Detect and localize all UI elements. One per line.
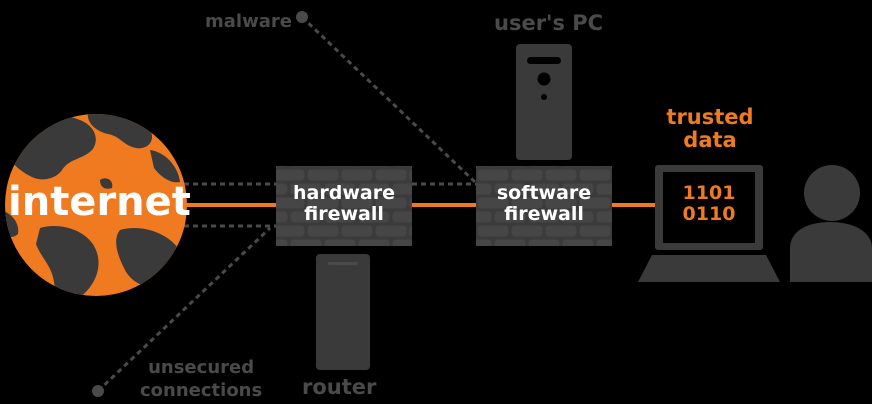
user-silhouette-icon xyxy=(790,165,872,282)
unsecured-connection-line xyxy=(92,226,272,397)
malware-connection-line xyxy=(296,11,478,185)
hardware-firewall-wall xyxy=(276,166,412,246)
pc-tower-icon xyxy=(516,44,572,160)
router-icon xyxy=(316,254,370,370)
trusted-data-label: trusted data xyxy=(650,105,770,153)
software-firewall-label-line2: firewall xyxy=(504,202,584,225)
software-firewall-label: software firewall xyxy=(476,183,612,225)
software-firewall-wall xyxy=(476,166,612,246)
unsecured-label-line1: unsecured xyxy=(148,357,255,378)
hardware-firewall-label-line2: firewall xyxy=(304,202,384,225)
hardware-firewall-label-line1: hardware xyxy=(293,182,395,204)
unsecured-label-line2: connections xyxy=(140,380,263,402)
hardware-firewall-label: hardware firewall xyxy=(276,183,412,225)
software-firewall-label-line1: software xyxy=(496,182,592,204)
trusted-label-line2: data xyxy=(683,128,737,153)
malware-label: malware xyxy=(205,11,292,32)
users-pc-label: user's PC xyxy=(494,11,604,35)
internet-label: internet xyxy=(8,179,191,225)
trusted-label-line1: trusted xyxy=(666,105,754,129)
router-label: router xyxy=(302,375,377,399)
unsecured-connections-label: unsecured connections xyxy=(140,356,262,403)
binary-line2: 0110 xyxy=(682,202,736,225)
dashed-traffic-lines xyxy=(184,182,476,228)
monitor-icon xyxy=(638,165,780,282)
binary-line1: 1101 xyxy=(682,182,736,204)
binary-data-text: 1101 0110 xyxy=(663,183,755,225)
